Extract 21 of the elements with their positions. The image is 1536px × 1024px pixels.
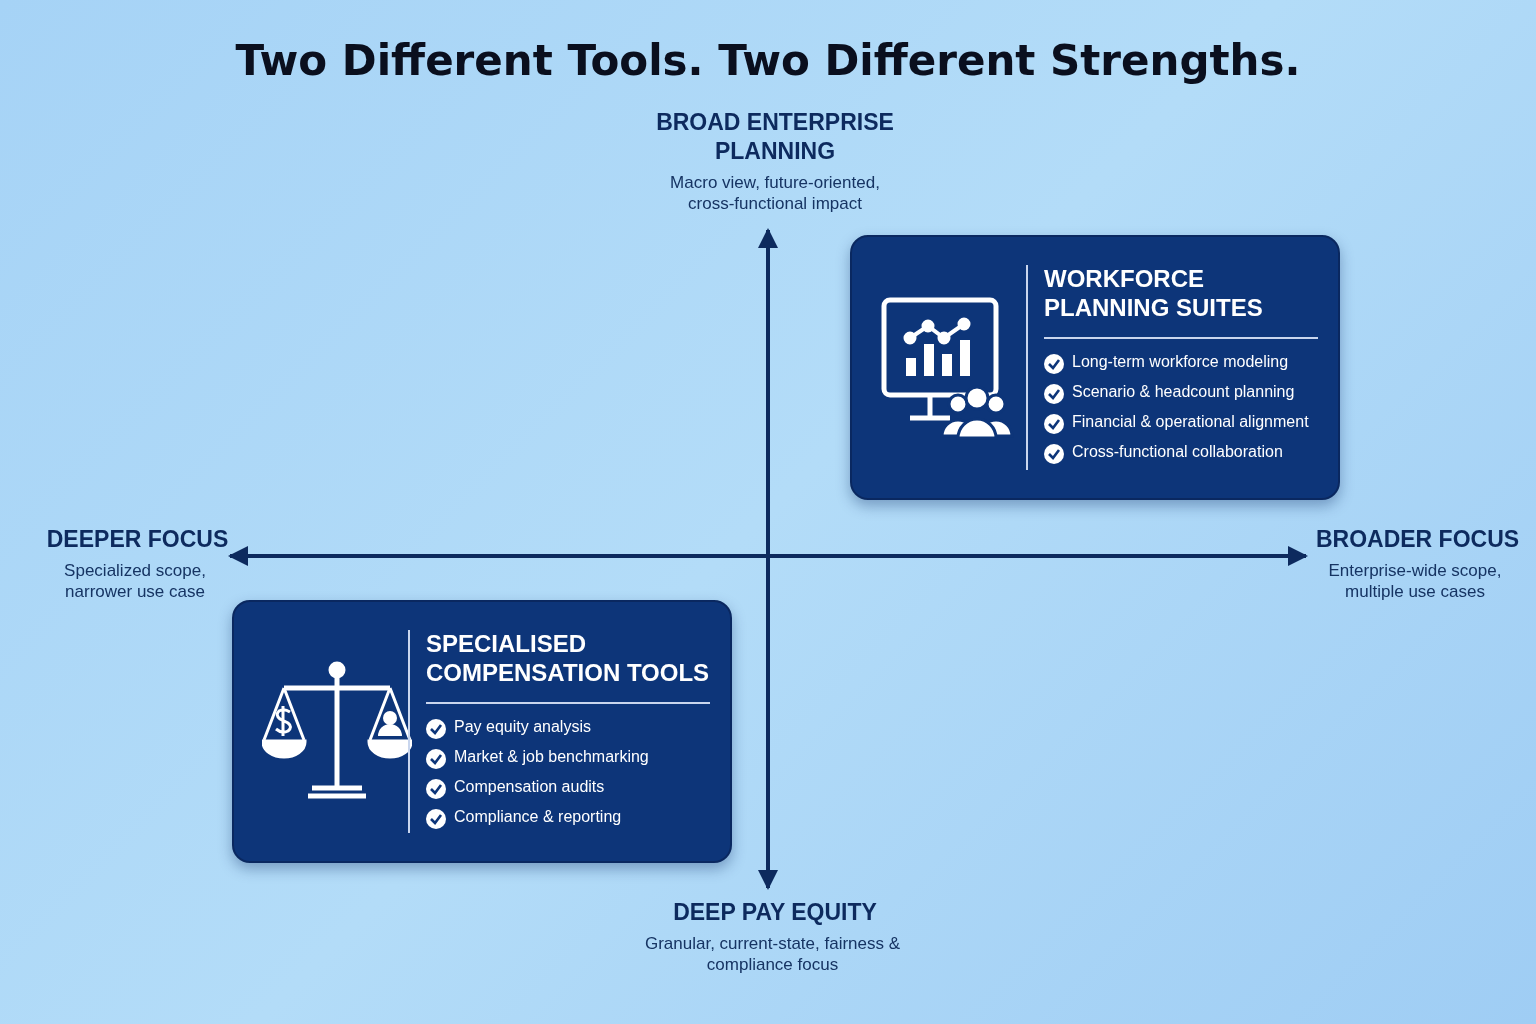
axis-description: Specialized scope, narrower use case bbox=[63, 560, 207, 603]
card-heading: SPECIALISED COMPENSATION TOOLS bbox=[426, 630, 711, 688]
axis-description: Macro view, future-oriented, cross-functional impact bbox=[669, 172, 881, 215]
axis-description: Granular, current-state, fairness & compliance focus bbox=[643, 933, 902, 976]
card-heading: WORKFORCE PLANNING SUITES bbox=[1044, 265, 1264, 323]
axis-description: Enterprise-wide scope, multiple use cases bbox=[1327, 560, 1503, 603]
bullet-text: Compensation audits bbox=[454, 778, 605, 796]
axis-heading: BROADER FOCUS bbox=[1314, 525, 1521, 554]
title: Two Different Tools. Two Different Strengths. bbox=[234, 36, 1302, 85]
bullet-text: Cross-functional collaboration bbox=[1072, 443, 1283, 461]
tool-card bbox=[850, 235, 1340, 500]
tool-card bbox=[232, 600, 732, 863]
axis-heading: DEEPER FOCUS bbox=[45, 525, 230, 554]
bullet-text: Long-term workforce modeling bbox=[1072, 353, 1289, 371]
bullet-text: Pay equity analysis bbox=[454, 718, 591, 736]
bullet-text: Scenario & headcount planning bbox=[1072, 383, 1295, 401]
axis-heading: DEEP PAY EQUITY bbox=[672, 898, 878, 927]
bullet-text: Compliance & reporting bbox=[454, 808, 622, 826]
axis-heading: BROAD ENTERPRISE PLANNING bbox=[655, 108, 895, 166]
bullet-text: Market & job benchmarking bbox=[454, 748, 649, 766]
bullet-text: Financial & operational alignment bbox=[1072, 413, 1309, 431]
